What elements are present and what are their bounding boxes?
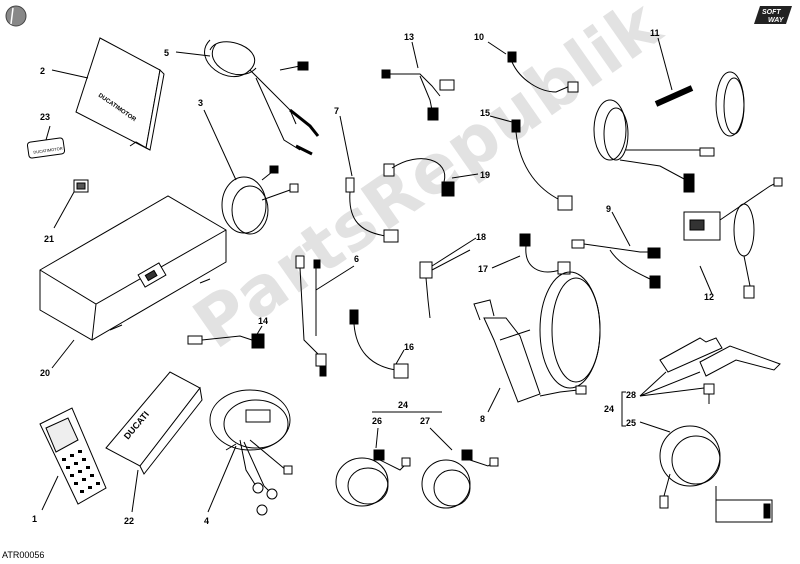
part-27-cable [422,450,498,508]
part-6-harness [296,256,326,376]
svg-text:DUCATIMOTOR: DUCATIMOTOR [33,146,63,155]
callout-16: 16 [404,342,414,352]
callout-14: 14 [258,316,268,326]
part-28-brackets [660,338,780,404]
part-1-tester [40,408,106,504]
callout-25: 25 [626,418,636,428]
callout-6: 6 [354,254,359,264]
svg-text:WAY: WAY [768,17,785,24]
part-5-clamp-cable [205,40,318,154]
part-16-harness [350,310,408,378]
part-20-case [40,196,226,340]
callout-28: 28 [626,390,636,400]
callout-labels: 1 2 3 4 5 6 7 8 9 10 11 12 13 14 15 16 1… [32,28,714,526]
part-2-manual: DUCATIMOTOR [76,38,164,150]
drawing-code: ATR00056 [2,550,45,560]
callout-13: 13 [404,32,414,42]
part-10-harness [508,52,578,92]
part-23-tag: DUCATIMOTOR [27,138,65,159]
callout-20: 20 [40,368,50,378]
callout-4: 4 [204,516,209,526]
callout-11: 11 [650,28,660,38]
callout-15: 15 [480,108,490,118]
callout-1: 1 [32,514,37,524]
part-3-cable [222,166,298,234]
softway-logo-icon: SOFT WAY [754,6,792,24]
callout-24: 24 [398,400,408,410]
callout-23: 23 [40,112,50,122]
callout-10: 10 [474,32,484,42]
part-8-clamp-meter [474,272,600,402]
part-22-box: DUCATI [106,372,202,474]
callout-3: 3 [198,98,203,108]
part-17-harness [520,234,570,274]
part-9-harness [572,240,660,288]
callout-19: 19 [480,170,490,180]
callout-5: 5 [164,48,169,58]
part-15-harness [512,120,572,210]
leader-lines [41,37,713,513]
callout-27: 27 [420,416,430,426]
part-14-harness [188,334,264,348]
part-13-harness [382,70,454,120]
callout-17: 17 [478,264,488,274]
callout-22: 22 [124,516,134,526]
svg-text:SOFT: SOFT [762,9,781,16]
part-21-clip [74,180,88,192]
part-25-module-cable [660,426,772,522]
callout-8: 8 [480,414,485,424]
part-12-module [684,178,782,298]
part-11-probe-cable [594,72,744,192]
callout-2: 2 [40,66,45,76]
part-26-cable [336,450,410,506]
callout-24-right: 24 [604,404,614,414]
softway-logo: SOFT WAY [752,4,794,31]
callout-9: 9 [606,204,611,214]
part-4-harness [210,390,292,515]
part-19-harness [384,159,454,196]
part-7-harness [346,178,398,242]
callout-12: 12 [704,292,714,302]
part-18-sensor [420,250,470,318]
callout-18: 18 [476,232,486,242]
callout-7: 7 [334,106,339,116]
callout-21: 21 [44,234,54,244]
corner-badge-icon [5,5,27,27]
callout-26: 26 [372,416,382,426]
